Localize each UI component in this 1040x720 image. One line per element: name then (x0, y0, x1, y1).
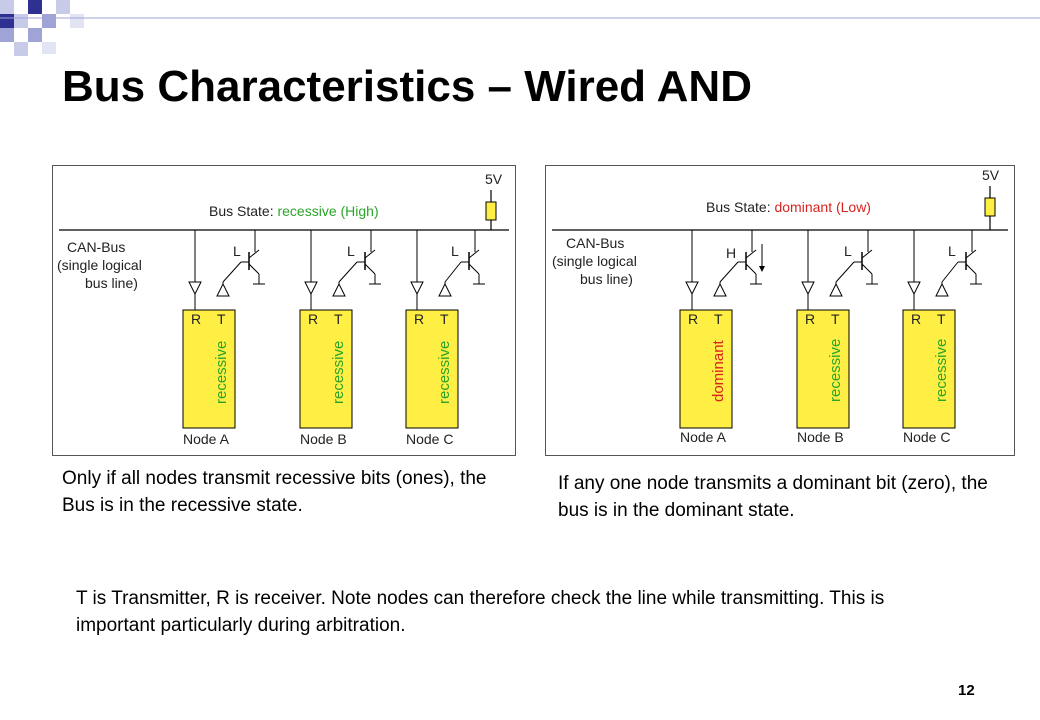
slide-title: Bus Characteristics – Wired AND (62, 62, 752, 111)
right-supply-label: 5V (982, 167, 1000, 183)
left-node-b-box (299, 309, 353, 429)
page-number: 12 (958, 682, 975, 699)
left-canbus-label-line3: bus line) (85, 275, 138, 291)
decorative-header-graphic (0, 0, 1040, 56)
right-caption: If any one node transmits a dominant bit… (558, 473, 988, 521)
left-node-c-box (405, 309, 459, 429)
left-node-c-r: R (414, 311, 424, 327)
right-node-a-transistor-label: H (726, 245, 736, 261)
right-node-a-box (679, 309, 733, 429)
right-node-b-box (796, 309, 850, 429)
left-node-c-state: recessive (436, 341, 453, 404)
right-node-a-name: Node A (680, 429, 727, 445)
recessive-bus-diagram: 5V Bus State: recessive (High) CAN-Bus (… (52, 165, 516, 456)
left-node-a: L R T recessive Node A (182, 230, 265, 447)
right-bus-state-prefix: Bus State: (706, 199, 771, 215)
left-node-b-transistor-label: L (347, 243, 355, 259)
right-pullup-resistor (984, 197, 996, 217)
right-node-b: L R T recessive Node B (796, 230, 878, 445)
right-canbus-label-line2: (single logical (552, 253, 637, 269)
right-node-a-state: dominant (710, 339, 727, 402)
left-node-c: L R T recessive Node C (405, 230, 485, 447)
left-supply-label: 5V (485, 171, 503, 187)
left-node-a-box (182, 309, 236, 429)
left-node-b-name: Node B (300, 431, 347, 447)
left-canbus-label-line1: CAN-Bus (67, 239, 125, 255)
svg-text:Bus State: recessive (High): Bus State: recessive (High) (209, 203, 379, 219)
left-node-a-transistor-label: L (233, 243, 241, 259)
right-canbus-label-line3: bus line) (580, 271, 633, 287)
left-canbus-label-line2: (single logical (57, 257, 142, 273)
right-node-c-transistor-label: L (948, 243, 956, 259)
right-node-b-r: R (805, 311, 815, 327)
left-bus-state-value: recessive (High) (277, 203, 378, 219)
right-node-b-state: recessive (827, 339, 844, 402)
left-bus-state-prefix: Bus State: (209, 203, 274, 219)
right-node-b-t: T (831, 311, 840, 327)
right-canbus-label-line1: CAN-Bus (566, 235, 624, 251)
right-node-c: L R T recessive Node C (902, 230, 982, 445)
left-node-b-r: R (308, 311, 318, 327)
left-pullup-resistor (485, 201, 497, 221)
left-node-c-transistor-label: L (451, 243, 459, 259)
transmitter-receiver-note: T is Transmitter, R is receiver. Note no… (76, 588, 885, 636)
right-node-a: H R T dominant Node A (679, 230, 765, 445)
left-node-a-r: R (191, 311, 201, 327)
right-node-c-name: Node C (903, 429, 950, 445)
left-node-b-t: T (334, 311, 343, 327)
right-node-b-transistor-label: L (844, 243, 852, 259)
right-node-b-name: Node B (797, 429, 844, 445)
right-node-c-box (902, 309, 956, 429)
left-node-a-name: Node A (183, 431, 230, 447)
left-node-b: L R T recessive Node B (299, 230, 381, 447)
left-node-c-name: Node C (406, 431, 453, 447)
right-node-a-t: T (714, 311, 723, 327)
right-node-c-state: recessive (933, 339, 950, 402)
left-node-a-t: T (217, 311, 226, 327)
left-node-c-t: T (440, 311, 449, 327)
dominant-bus-diagram: 5V Bus State: dominant (Low) CAN-Bus (si… (545, 165, 1015, 456)
svg-text:Bus State: dominant (Low): Bus State: dominant (Low) (706, 199, 871, 215)
right-node-a-r: R (688, 311, 698, 327)
right-node-c-t: T (937, 311, 946, 327)
left-node-b-state: recessive (330, 341, 347, 404)
right-bus-state-value: dominant (Low) (774, 199, 871, 215)
left-caption: Only if all nodes transmit recessive bit… (62, 468, 487, 516)
left-node-a-state: recessive (213, 341, 230, 404)
right-node-c-r: R (911, 311, 921, 327)
